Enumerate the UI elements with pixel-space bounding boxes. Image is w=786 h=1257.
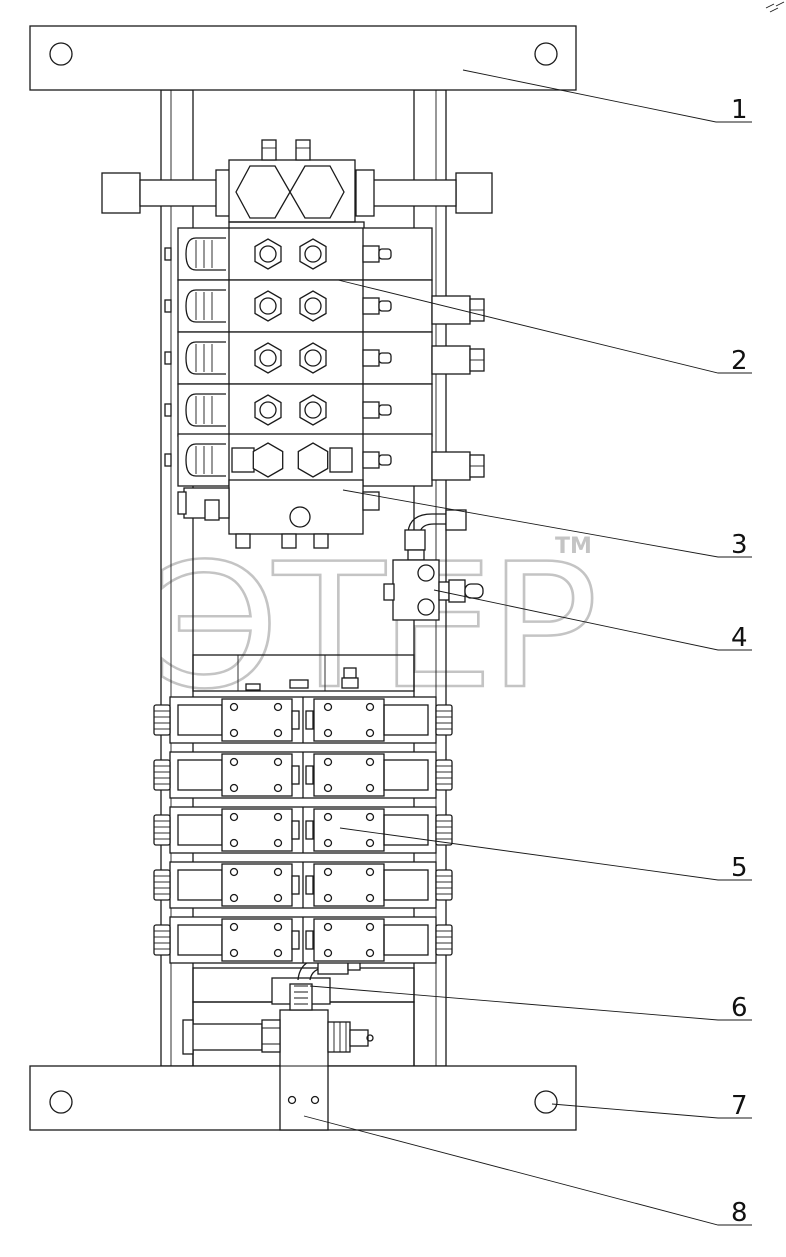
valve-section xyxy=(164,383,433,437)
knurled-knob xyxy=(435,814,453,846)
callout-6: 6 xyxy=(731,993,748,1023)
valve-section xyxy=(164,279,433,333)
solenoid-row xyxy=(153,861,453,909)
solenoid-row xyxy=(153,751,453,799)
knurled-knob xyxy=(153,759,171,791)
solenoid-row xyxy=(153,806,453,854)
solenoid-valve-stack xyxy=(153,696,453,964)
knurled-knob xyxy=(435,704,453,736)
side-port xyxy=(431,345,485,375)
watermark: ЭТЕР TM xyxy=(151,525,600,729)
solenoid-row xyxy=(153,696,453,744)
knurled-knob xyxy=(435,759,453,791)
knurled-knob xyxy=(153,814,171,846)
cross-plate-bolts xyxy=(245,667,359,691)
callout-4: 4 xyxy=(731,623,748,653)
knurled-knob xyxy=(435,869,453,901)
sectional-valve-block xyxy=(101,139,493,549)
callout-2: 2 xyxy=(731,346,748,376)
watermark-text: ЭТЕР xyxy=(152,526,592,727)
callout-8: 8 xyxy=(731,1198,748,1228)
callout-5: 5 xyxy=(731,853,748,883)
callout-labels: 1 2 3 4 5 6 7 8 xyxy=(731,95,748,1228)
callout-3: 3 xyxy=(731,530,748,560)
leader-lines xyxy=(303,69,752,1226)
callout-1: 1 xyxy=(731,95,748,125)
top-bracket xyxy=(29,25,577,91)
corner-mark xyxy=(765,1,785,13)
knurled-knob xyxy=(153,869,171,901)
knurled-knob xyxy=(153,704,171,736)
watermark-tm: TM xyxy=(555,534,592,559)
valve-section xyxy=(164,331,433,385)
knurled-knob xyxy=(153,924,171,956)
knurled-knob xyxy=(435,924,453,956)
valve-section xyxy=(164,227,433,281)
side-port xyxy=(431,295,485,325)
fitting-block xyxy=(383,509,484,621)
valve-section xyxy=(164,433,433,487)
solenoid-row xyxy=(153,916,453,964)
callout-7: 7 xyxy=(731,1091,748,1121)
side-port xyxy=(431,451,485,481)
bottom-mount-plate xyxy=(182,1009,374,1131)
